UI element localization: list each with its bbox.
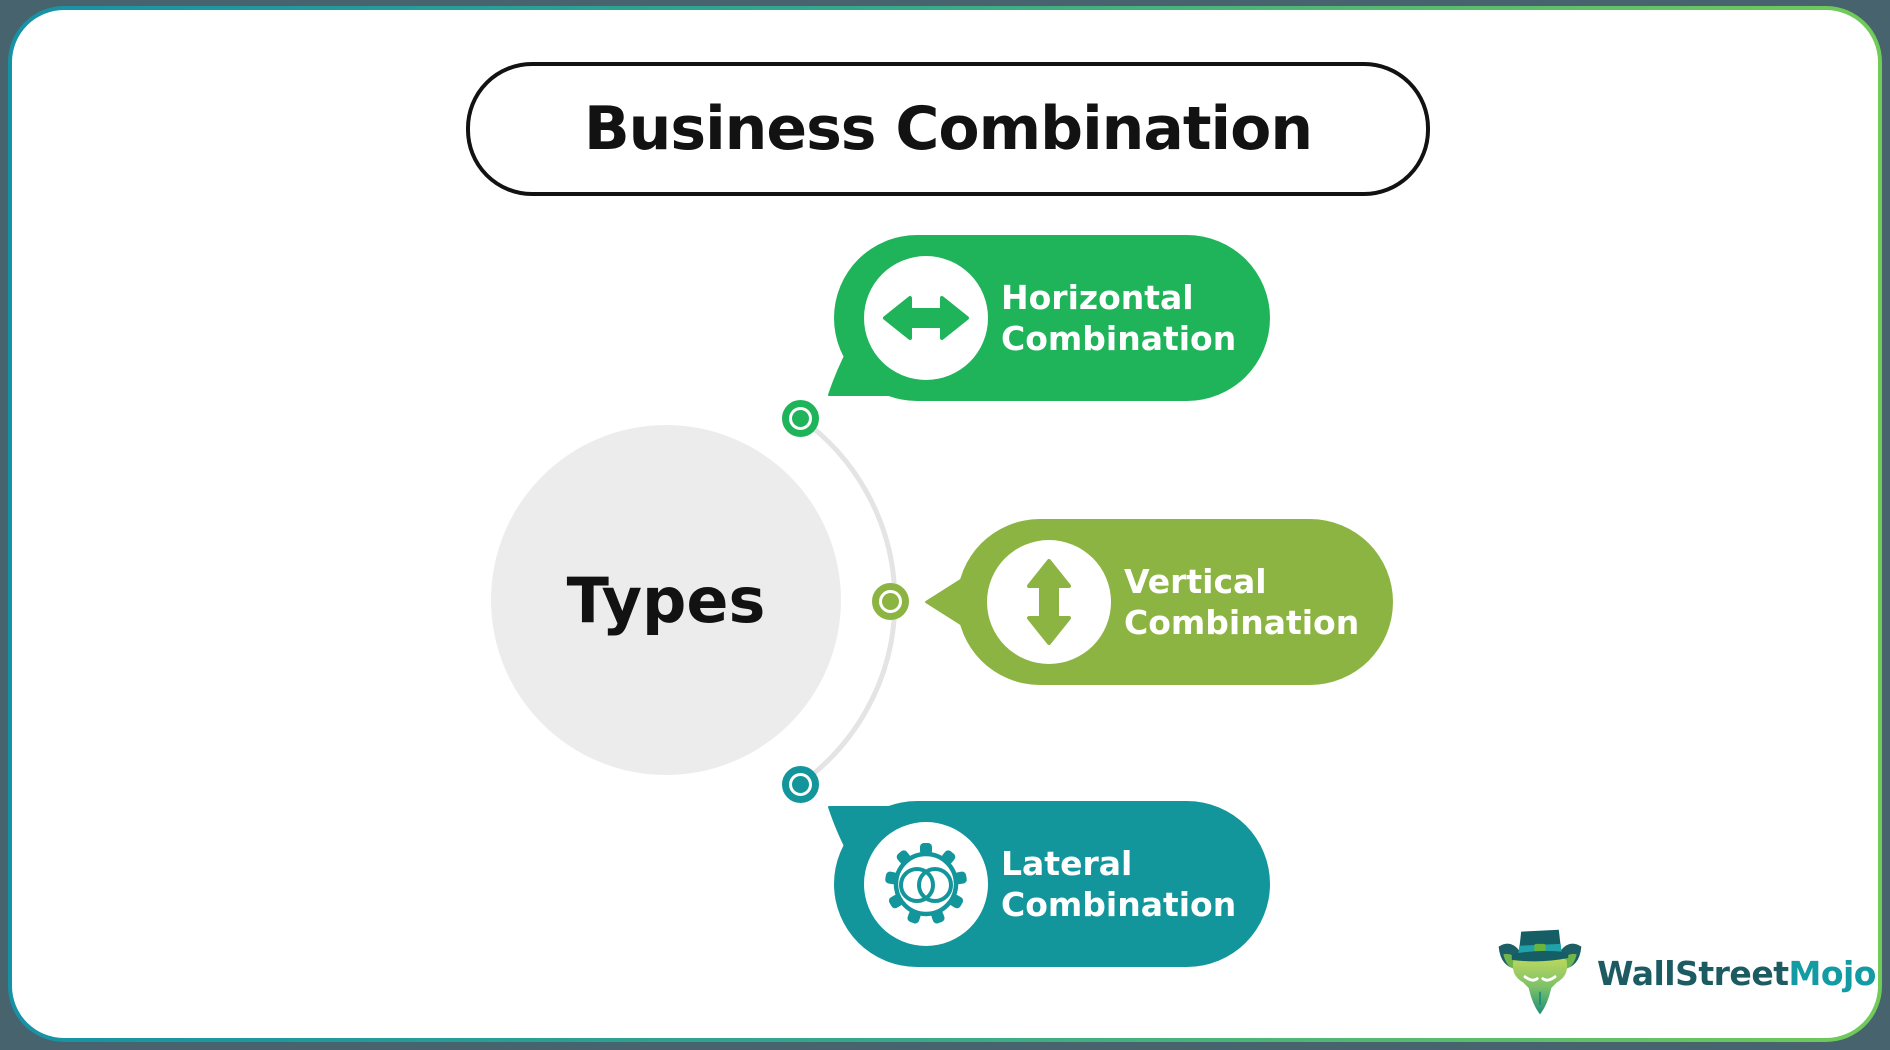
vertical-combination-bubble: Vertical Combination	[957, 519, 1393, 685]
connector-dot-lateral	[782, 766, 819, 803]
page-title: Business Combination	[583, 94, 1313, 164]
types-circle: Types	[491, 425, 841, 775]
gear-overlap-icon	[885, 843, 967, 924]
logo-wordmark: WallStreetMojo	[1597, 954, 1876, 993]
horizontal-icon-circle	[864, 256, 988, 380]
vertical-combination-label: Vertical Combination	[1124, 562, 1360, 642]
logo-text-wallstreet: WallStreet	[1597, 953, 1789, 993]
horizontal-combination-label: Horizontal Combination	[1001, 278, 1237, 358]
horizontal-combination-bubble: Horizontal Combination	[834, 235, 1270, 401]
lateral-icon-circle	[864, 822, 988, 946]
vertical-icon-circle	[987, 540, 1111, 664]
logo-text-mojo: Mojo	[1788, 953, 1876, 993]
vertical-arrows-icon	[1027, 559, 1071, 645]
types-label: Types	[566, 563, 766, 637]
horizontal-arrows-icon	[883, 296, 969, 340]
title-pill: Business Combination	[466, 62, 1430, 196]
wallstreetmojo-logo: WallStreetMojo	[1493, 926, 1876, 1020]
connector-dot-horizontal	[782, 400, 819, 437]
bull-mascot-icon	[1498, 929, 1582, 1015]
lateral-combination-bubble: Lateral Combination	[834, 801, 1270, 967]
lateral-combination-label: Lateral Combination	[1001, 844, 1237, 924]
connector-dot-vertical	[872, 583, 909, 620]
